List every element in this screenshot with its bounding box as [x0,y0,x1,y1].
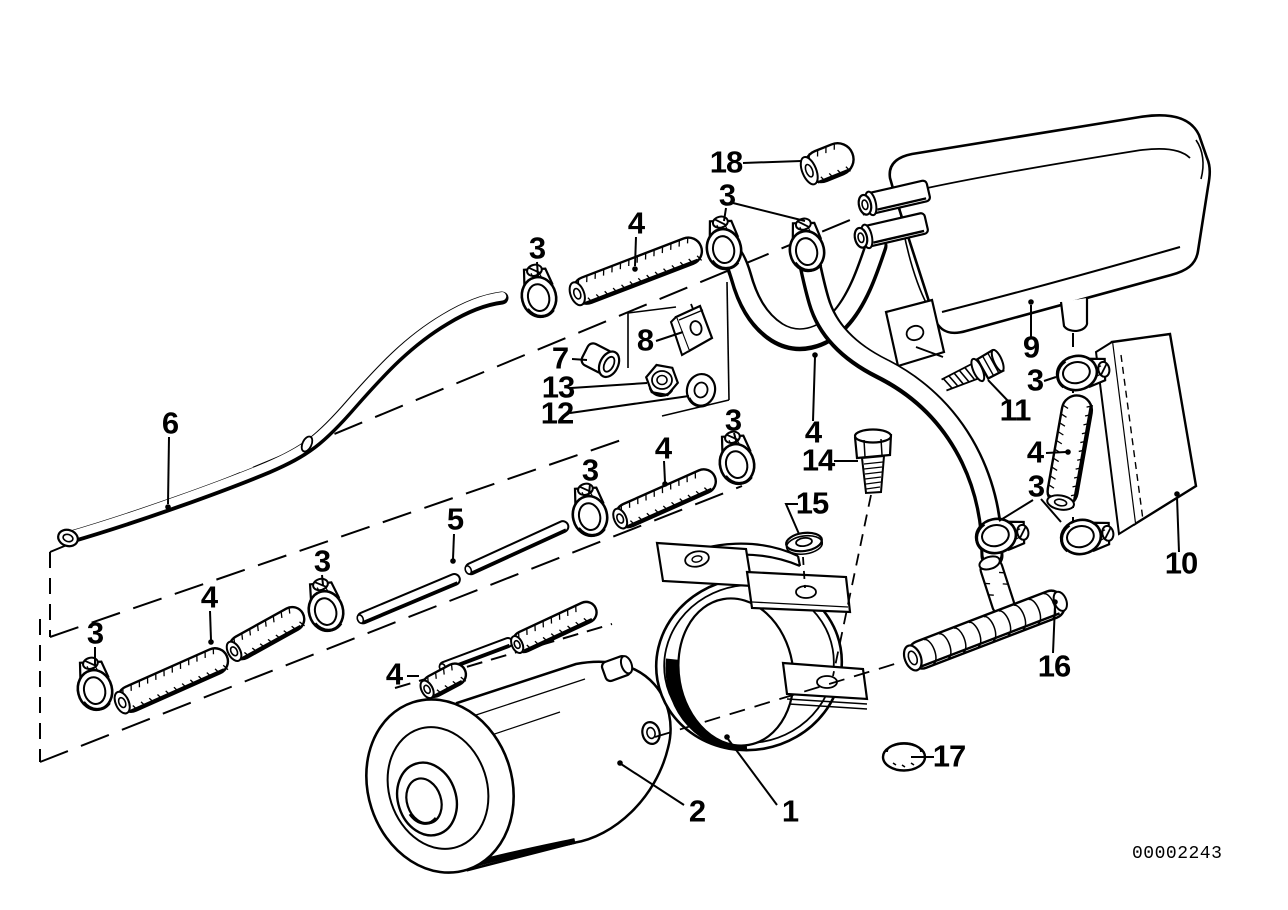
part-callout-3[interactable]: 3 [724,402,742,438]
part-16-t-stub [978,555,1016,615]
part-callout-17[interactable]: 17 [932,738,966,774]
part-callout-6[interactable]: 6 [161,405,179,441]
part-callout-15[interactable]: 15 [795,485,829,521]
part-4-hose-bottomleft [113,647,230,715]
part-callout-3[interactable]: 3 [718,177,736,213]
hose-clamp-3b-left [705,215,743,271]
part-16-t-connector [902,589,1068,672]
part-18-sleeve [799,142,855,186]
part-callout-14[interactable]: 14 [801,442,835,478]
late-axis-lines [654,494,899,738]
part-callout-2[interactable]: 2 [688,793,706,829]
part-2-fuel-filter [365,655,672,874]
part-4-curved-hoses [710,232,1004,568]
part-callout-10[interactable]: 10 [1164,545,1198,581]
part-callout-3[interactable]: 3 [86,615,104,651]
hose-clamp-3h-right [1059,518,1115,556]
part-11-screw [941,348,1005,392]
leader-lines [94,160,1180,806]
part-callout-12[interactable]: 12 [540,395,574,431]
part-callout-1[interactable]: 1 [781,793,799,829]
part-callout-3[interactable]: 3 [581,452,599,488]
part-4-hose-small [419,662,468,700]
leader-dots [165,266,1180,766]
part-callout-8[interactable]: 8 [636,322,654,358]
row4-hose [510,600,598,654]
part-callout-3[interactable]: 3 [1026,362,1044,398]
document-number: 00002243 [1132,844,1223,864]
hose-clamp-3h-left [974,517,1030,555]
part-9-canister [884,113,1212,368]
part-callout-4[interactable]: 4 [385,656,403,692]
part-callout-13[interactable]: 13 [541,369,575,405]
part-6-long-pipe [57,291,509,548]
part-4-hose-top [568,236,704,307]
part-callout-3[interactable]: 3 [528,230,546,266]
hose-clamp-3e [76,656,114,712]
part-callout-7[interactable]: 7 [551,340,569,376]
part-callout-18[interactable]: 18 [709,144,743,180]
part-5-pipe-b [464,520,570,576]
part-callout-4[interactable]: 4 [627,205,645,241]
part-callout-4[interactable]: 4 [804,414,822,450]
part-callout-11[interactable]: 11 [999,392,1032,428]
part-5-pipe-a [356,573,461,625]
part-4-hose-mid [612,468,717,530]
part-13-nut [644,363,680,397]
hose-clamp-3f [307,577,345,633]
reference-box [627,281,730,417]
canister-nipple [853,212,929,250]
hose-clamp-3b-right [788,217,826,273]
part-callout-4[interactable]: 4 [1026,434,1044,470]
part-8-clip [669,303,714,357]
part-callout-4[interactable]: 4 [654,430,672,466]
row3-hose [225,605,306,662]
part-callout-16[interactable]: 16 [1037,648,1071,684]
part-1-holder-ring [654,541,869,752]
part-10-plate [1094,332,1198,536]
part-callout-3[interactable]: 3 [313,543,331,579]
hose-clamp-3g [1055,354,1111,392]
part-callout-9[interactable]: 9 [1022,329,1040,365]
part-callout-5[interactable]: 5 [446,501,464,537]
hose-clamp-3d [718,430,756,486]
part-7-sleeve [580,342,621,379]
part-14-bolt [853,428,893,495]
canister-nipple [857,179,931,217]
part-callout-3[interactable]: 3 [1027,468,1045,504]
part-callout-4[interactable]: 4 [200,579,218,615]
part-12-washer [685,372,717,408]
part-15-lock-washer [785,531,824,556]
